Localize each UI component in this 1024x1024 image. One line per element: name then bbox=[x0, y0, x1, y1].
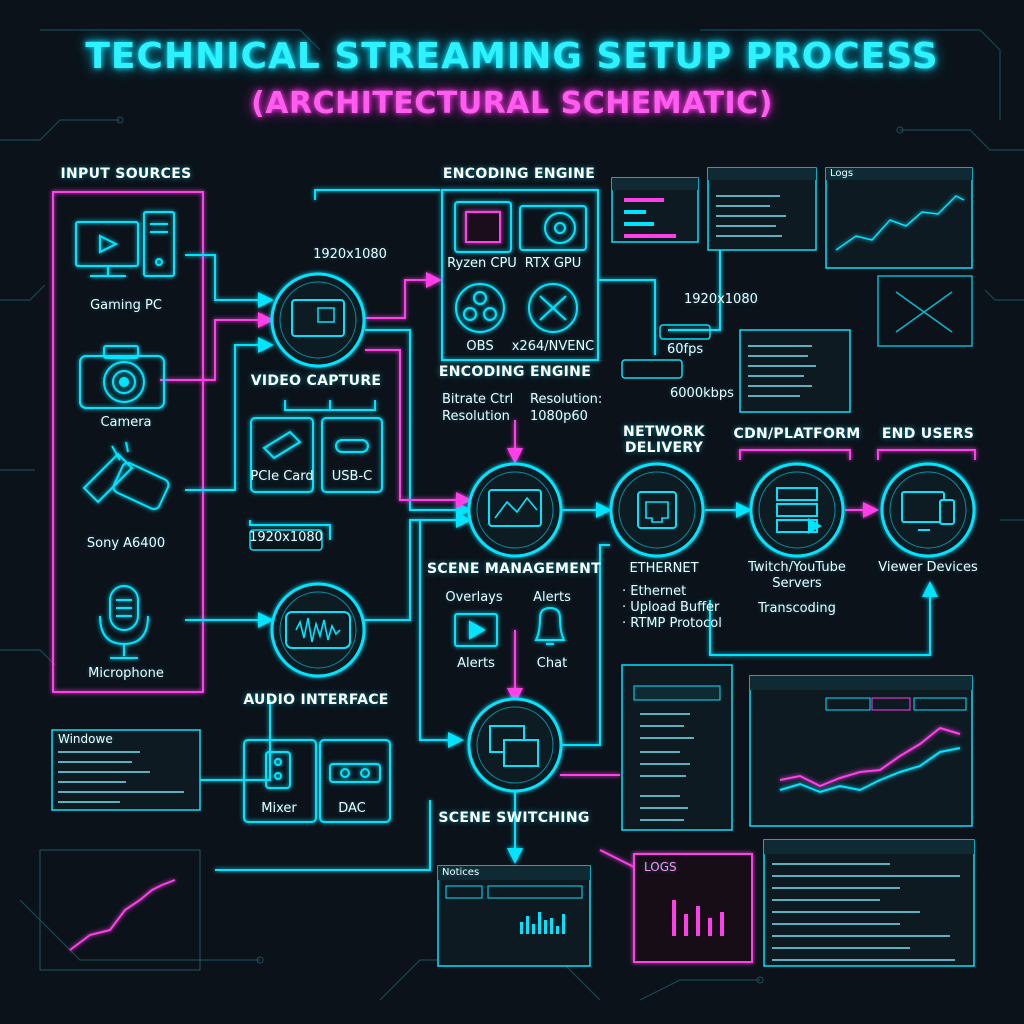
network-bullet-ethernet: · Ethernet bbox=[622, 584, 687, 599]
connections-cyan bbox=[185, 189, 938, 871]
network-ethernet-label: ETHERNET bbox=[629, 561, 699, 576]
capture-card-icon bbox=[291, 299, 345, 337]
scene-chat-label: Chat bbox=[536, 656, 568, 671]
scene-alerts-label-2: Alerts bbox=[457, 656, 495, 671]
bitrate-chart-window[interactable] bbox=[749, 675, 973, 827]
note-bitrate-ctrl: Bitrate Ctrl bbox=[442, 392, 514, 407]
hub-network-delivery[interactable] bbox=[609, 462, 705, 558]
option-usb-c[interactable]: USB-C bbox=[331, 469, 373, 484]
gaming-pc-icon bbox=[75, 211, 175, 277]
notices-title: Notices bbox=[442, 867, 480, 878]
scene-overlays-label: Overlays bbox=[445, 590, 503, 605]
bottom-left-chart bbox=[39, 849, 201, 971]
encoding-engine-frame bbox=[441, 189, 599, 361]
sony-a6400-icon bbox=[82, 441, 170, 511]
dac-icon bbox=[319, 739, 391, 823]
ethernet-port-icon bbox=[637, 491, 677, 529]
hub-scene-switching[interactable] bbox=[467, 697, 563, 793]
network-delivery-title-1: NETWORK bbox=[623, 424, 705, 440]
input-microphone-label: Microphone bbox=[88, 666, 164, 681]
video-capture-title: VIDEO CAPTURE bbox=[250, 373, 382, 389]
video-resolution-top: 1920x1080 bbox=[313, 247, 387, 262]
hub-cdn-platform[interactable] bbox=[749, 462, 845, 558]
note-resolution: Resolution bbox=[442, 409, 510, 424]
note-resolution-value: 1080p60 bbox=[530, 409, 588, 424]
x264-nvenc-icon bbox=[528, 283, 578, 333]
logs-top-panel bbox=[825, 167, 973, 269]
option-mixer[interactable]: Mixer bbox=[261, 801, 297, 816]
rtx-gpu-icon bbox=[519, 205, 587, 251]
microphone-icon bbox=[99, 585, 149, 659]
chip-obs: OBS bbox=[466, 339, 494, 354]
output-fps: 60fps bbox=[667, 342, 704, 357]
option-dac[interactable]: DAC bbox=[338, 801, 366, 816]
hub-audio-interface[interactable] bbox=[270, 582, 366, 678]
process-list-panel bbox=[739, 329, 851, 413]
status-bars-panel bbox=[611, 177, 699, 243]
camera-icon bbox=[79, 345, 165, 409]
input-camera-label: Camera bbox=[100, 415, 152, 430]
obs-icon bbox=[455, 283, 505, 333]
viewer-devices-label: Viewer Devices bbox=[878, 560, 978, 575]
output-bitrate: 6000kbps bbox=[670, 386, 734, 401]
encoding-engine-title: ENCODING ENGINE bbox=[442, 166, 596, 182]
terminal-log-window[interactable] bbox=[763, 839, 975, 967]
logs-bottom-window[interactable] bbox=[633, 853, 753, 963]
option-boxes bbox=[249, 324, 711, 551]
settings-window-title: Windowe bbox=[58, 732, 113, 746]
notices-window[interactable] bbox=[437, 865, 591, 967]
crosshair-panel bbox=[877, 275, 973, 347]
pcie-card-icon bbox=[250, 417, 314, 493]
chip-ryzen-cpu: Ryzen CPU bbox=[447, 256, 517, 271]
cdn-servers-line-1: Twitch/YouTube bbox=[748, 560, 846, 575]
bell-icon bbox=[534, 606, 566, 645]
scene-switching-title: SCENE SWITCHING bbox=[438, 810, 590, 826]
scene-alerts-label: Alerts bbox=[533, 590, 571, 605]
option-pcie-card[interactable]: PCIe Card bbox=[250, 469, 314, 484]
hub-scene-management[interactable] bbox=[467, 462, 563, 558]
monitor-chart-icon bbox=[488, 489, 542, 527]
network-bullet-rtmp: · RTMP Protocol bbox=[622, 616, 722, 631]
audio-interface-title: AUDIO INTERFACE bbox=[243, 692, 389, 708]
page-title: TECHNICAL STREAMING SETUP PROCESS bbox=[85, 36, 939, 77]
encoding-engine-title-lower: ENCODING ENGINE bbox=[438, 364, 592, 380]
input-sources-title: INPUT SOURCES bbox=[60, 166, 192, 182]
overlays-icon bbox=[454, 613, 498, 647]
scene-management-title: SCENE MANAGEMENT bbox=[426, 561, 602, 577]
chip-rtx-gpu: RTX GPU bbox=[524, 256, 582, 271]
server-stack-icon bbox=[776, 487, 818, 501]
system-info-panel bbox=[707, 167, 817, 251]
network-bullet-upload-buffer: · Upload Buffer bbox=[622, 600, 720, 615]
settings-window[interactable] bbox=[51, 729, 201, 811]
usb-c-icon bbox=[321, 417, 383, 493]
cdn-servers-line-2: Servers bbox=[772, 576, 822, 591]
cdn-transcoding-note: Transcoding bbox=[758, 601, 836, 616]
network-delivery-title-2: DELIVERY bbox=[624, 440, 704, 456]
input-sony-label: Sony A6400 bbox=[86, 536, 166, 551]
logs-bottom-title: LOGS bbox=[644, 860, 677, 874]
ryzen-cpu-icon bbox=[454, 201, 512, 253]
video-resolution-bottom: 1920x1080 bbox=[249, 530, 323, 545]
stats-window[interactable] bbox=[621, 664, 733, 831]
input-sources-frame bbox=[52, 191, 204, 693]
logs-top-title: Logs bbox=[830, 168, 854, 179]
mixer-icon bbox=[243, 739, 317, 823]
hub-end-users[interactable] bbox=[880, 462, 976, 558]
page-subtitle: (ARCHITECTURAL SCHEMATIC) bbox=[251, 86, 773, 121]
audio-waveform-icon bbox=[285, 611, 351, 649]
connections-magenta bbox=[160, 272, 976, 871]
hub-video-capture[interactable] bbox=[270, 272, 366, 368]
chip-x264-nvenc: x264/NVENC bbox=[511, 339, 595, 354]
input-gaming-pc-label: Gaming PC bbox=[90, 298, 162, 313]
output-resolution: 1920x1080 bbox=[684, 292, 758, 307]
note-resolution-label: Resolution: bbox=[530, 392, 603, 407]
end-users-title: END USERS bbox=[881, 426, 975, 442]
cdn-platform-title: CDN/PLATFORM bbox=[733, 426, 861, 442]
